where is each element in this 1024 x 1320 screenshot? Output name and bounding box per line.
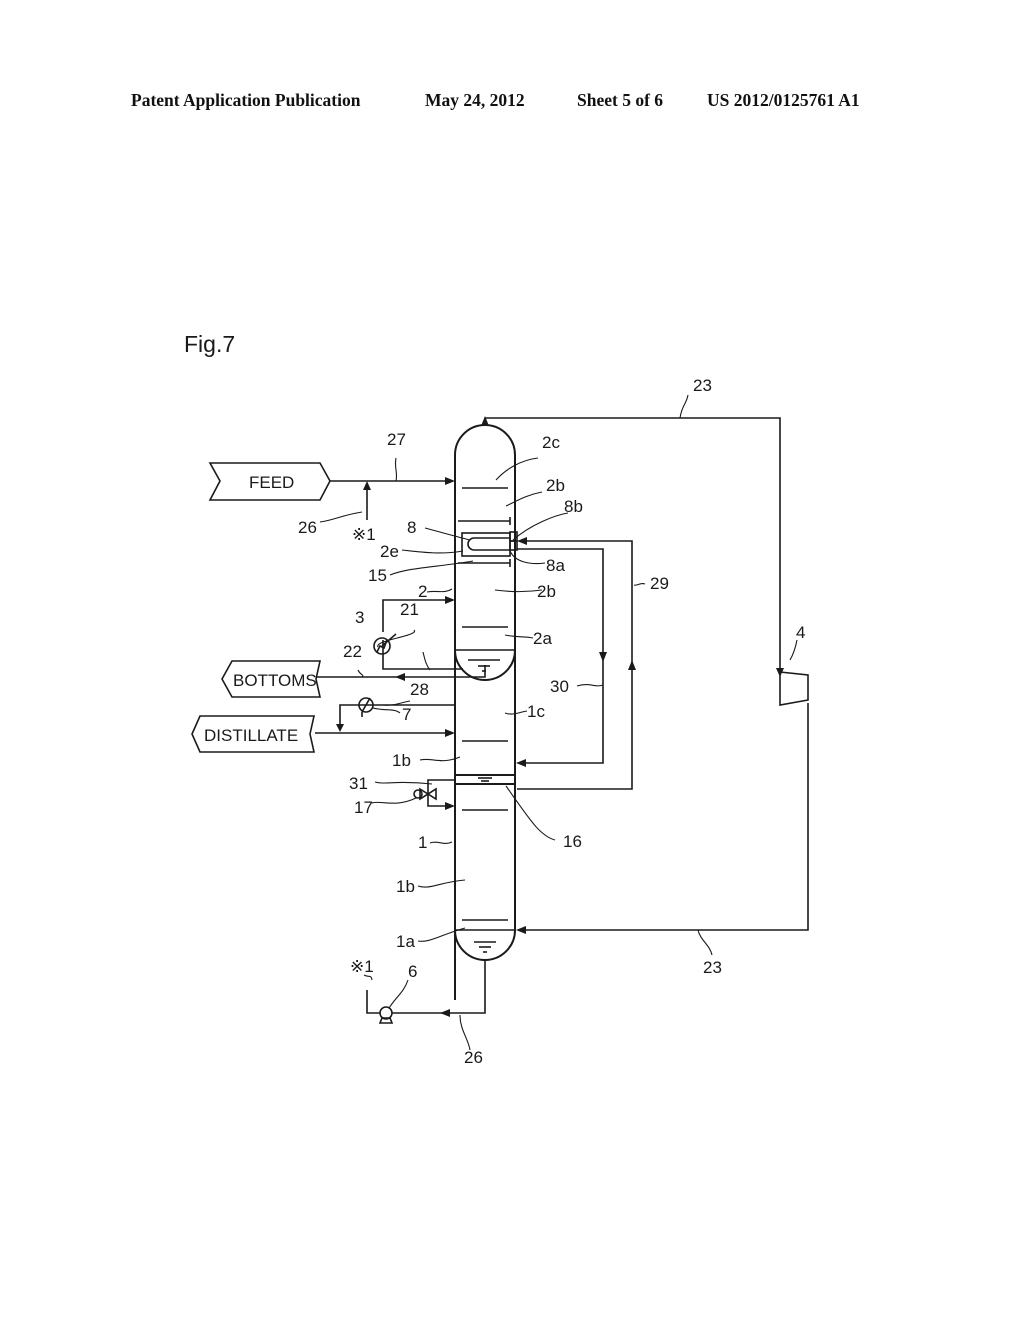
distillate-stream-box — [191, 715, 315, 753]
label-17: 17 — [354, 798, 373, 817]
label-2b-mid: 2b — [537, 582, 556, 601]
line-29 — [517, 537, 636, 790]
label-1a: 1a — [396, 932, 415, 951]
upper-column-top-head — [454, 424, 516, 480]
label-1b-bottom: 1b — [396, 877, 415, 896]
label-26-top: 26 — [298, 518, 317, 537]
line-26-to-ref1 — [366, 990, 380, 1014]
lower-column-bottom-head — [454, 929, 516, 961]
line-22 — [316, 665, 486, 678]
label-30: 30 — [550, 677, 569, 696]
patent-number: US 2012/0125761 A1 — [707, 90, 860, 110]
line-30 — [516, 548, 607, 767]
label-28: 28 — [410, 680, 429, 699]
label-8a: 8a — [546, 556, 565, 575]
label-23-top: 23 — [693, 376, 712, 395]
line-21 — [382, 596, 463, 670]
label-26-bottom: 26 — [464, 1048, 483, 1067]
label-2a: 2a — [533, 629, 552, 648]
leader-lines — [319, 394, 798, 1051]
publication-date: May 24, 2012 — [425, 90, 525, 110]
label-7: 7 — [402, 705, 411, 724]
label-23-bottom: 23 — [703, 958, 722, 977]
bottoms-label: BOTTOMS — [233, 671, 317, 690]
line-26 — [392, 960, 486, 1014]
label-2c: 2c — [542, 433, 560, 452]
upper-column-bottom-head — [454, 649, 516, 681]
lower-column-1 — [454, 650, 516, 961]
label-1b-top: 1b — [392, 751, 411, 770]
label-15: 15 — [368, 566, 387, 585]
heater-3 — [373, 633, 397, 655]
reference-labels: 23 27 2c 2b 8b 8 2e 8a 15 26 ※1 2 2b 29 … — [298, 376, 805, 1067]
valve-17 — [413, 787, 437, 801]
label-1c: 1c — [527, 702, 545, 721]
label-8: 8 — [407, 518, 416, 537]
feed-label: FEED — [249, 473, 294, 492]
label-31: 31 — [349, 774, 368, 793]
label-2: 2 — [418, 582, 427, 601]
distillate-label: DISTILLATE — [204, 726, 298, 745]
label-22: 22 — [343, 642, 362, 661]
feed-stream-box — [208, 462, 331, 501]
label-29: 29 — [650, 574, 669, 593]
line-31 — [427, 779, 455, 810]
label-2b-top: 2b — [546, 476, 565, 495]
label-4: 4 — [796, 623, 805, 642]
line-28 — [339, 704, 455, 728]
label-6: 6 — [408, 962, 417, 981]
line-23 — [481, 416, 809, 934]
label-16: 16 — [563, 832, 582, 851]
label-2e: 2e — [380, 542, 399, 561]
upper-column-2 — [454, 424, 516, 1000]
figure-title: Fig.7 — [184, 331, 235, 357]
label-8b: 8b — [564, 497, 583, 516]
heat-exchanger-8 — [461, 531, 518, 557]
cooler-7 — [358, 697, 374, 717]
u-tube-8a — [467, 537, 510, 551]
label-21: 21 — [400, 600, 419, 619]
label-1: 1 — [418, 833, 427, 852]
compressor-4 — [779, 671, 809, 706]
label-ref1-top: ※1 — [352, 525, 376, 544]
publication-type: Patent Application Publication — [131, 90, 361, 110]
label-27: 27 — [387, 430, 406, 449]
label-ref1-bottom: ※1 — [350, 957, 374, 976]
bottoms-stream-box — [221, 660, 321, 698]
label-3: 3 — [355, 608, 364, 627]
pump-6 — [378, 1006, 394, 1024]
sheet-number: Sheet 5 of 6 — [577, 90, 664, 110]
exchanger-shell-2e — [461, 532, 511, 557]
